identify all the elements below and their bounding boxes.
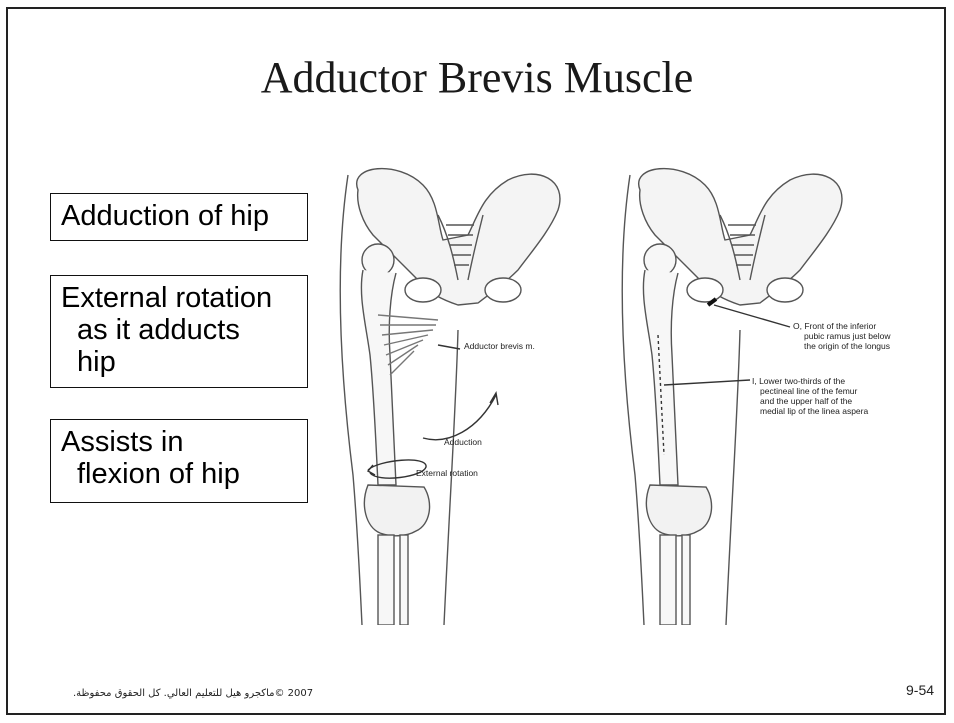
action-line: as it adducts: [61, 314, 297, 346]
action-line: External rotation: [61, 282, 272, 314]
rotation-label: External rotation: [416, 468, 478, 478]
action-line: hip: [61, 346, 297, 378]
slide-title: Adductor Brevis Muscle: [0, 52, 954, 103]
leg-illustration-attachments: O, Front of the inferior pubic ramus jus…: [600, 155, 954, 625]
insertion-line: pectineal line of the femur: [752, 386, 868, 396]
insertion-line: medial lip of the linea aspera: [752, 406, 868, 416]
adduction-label: Adduction: [444, 437, 482, 447]
insertion-line: and the upper half of the: [752, 396, 868, 406]
pelvis-femur-drawing: [318, 155, 618, 625]
leg-illustration-action: Adductor brevis m. Adduction External ro…: [318, 155, 618, 625]
origin-line: pubic ramus just below: [793, 331, 890, 341]
action-line: Adduction of hip: [61, 200, 269, 232]
action-box-external-rotation: External rotation as it adducts hip: [50, 275, 308, 388]
origin-line: O, Front of the inferior: [793, 321, 890, 331]
action-line: Assists in: [61, 426, 183, 458]
origin-label: O, Front of the inferior pubic ramus jus…: [793, 321, 890, 351]
action-box-adduction: Adduction of hip: [50, 193, 308, 241]
slide-number: 9-54: [906, 682, 934, 698]
insertion-label: I, Lower two-thirds of the pectineal lin…: [752, 376, 868, 416]
origin-line: the origin of the longus: [793, 341, 890, 351]
action-box-flexion: Assists in flexion of hip: [50, 419, 308, 503]
action-line: flexion of hip: [61, 458, 297, 490]
insertion-line: I, Lower two-thirds of the: [752, 376, 868, 386]
muscle-label: Adductor brevis m.: [464, 341, 535, 351]
copyright-notice: 2007 ©ماكجرو هيل للتعليم العالي. كل الحق…: [73, 688, 313, 699]
